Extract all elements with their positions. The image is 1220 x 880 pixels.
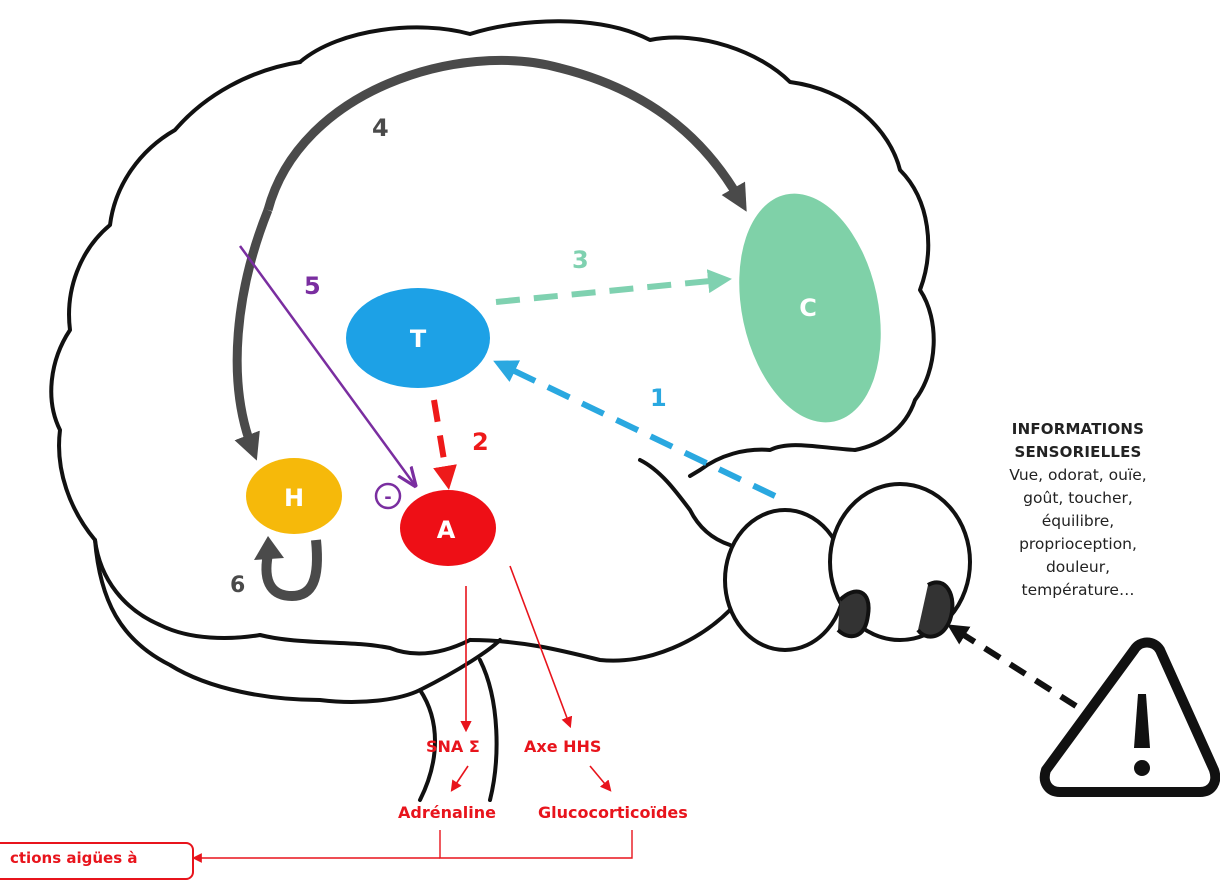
arrow-sna-to-adrenaline [452, 766, 468, 790]
eyes [725, 484, 970, 650]
arrow-3 [496, 280, 720, 302]
sensory-title-1: INFORMATIONS [968, 418, 1188, 441]
arrow-1 [504, 366, 775, 496]
reactions-box: ctions aigües à [0, 842, 194, 880]
step-4-label: 4 [372, 114, 389, 142]
thalamus-label: T [410, 325, 427, 353]
arrow-6-head [254, 536, 284, 560]
arrow-4-to-hippocampus [237, 210, 268, 448]
reactions-label: ctions aigües à [10, 849, 137, 867]
step-6-label: 6 [230, 573, 245, 598]
sensory-line: température… [968, 579, 1188, 602]
sensory-line: douleur, [968, 556, 1188, 579]
adrenaline-label: Adrénaline [398, 803, 496, 822]
step-1-label: 1 [650, 384, 667, 412]
sensory-line: Vue, odorat, ouïe, [968, 464, 1188, 487]
sensory-title-2: SENSORIELLES [968, 441, 1188, 464]
sensory-line: proprioception, [968, 533, 1188, 556]
step-5-label: 5 [304, 272, 321, 300]
arrow-axe-to-gluco [590, 766, 610, 790]
arrow-2 [434, 400, 447, 478]
warning-triangle-icon [1045, 643, 1215, 793]
inhibition-sign: - [384, 487, 391, 508]
danger-arrow [956, 630, 1076, 706]
output-bracket [440, 830, 632, 858]
amygdala-label: A [437, 516, 456, 544]
sna-label: SNA Σ [426, 737, 480, 756]
step-2-label: 2 [472, 428, 489, 456]
arrow-a-to-axe [510, 566, 570, 726]
sensory-line: équilibre, [968, 510, 1188, 533]
sensory-info: INFORMATIONS SENSORIELLES Vue, odorat, o… [968, 418, 1188, 602]
cortex-label: C [799, 294, 817, 322]
step-3-label: 3 [572, 246, 589, 274]
arrow-4-to-cortex [268, 60, 740, 210]
sensory-line: goût, toucher, [968, 487, 1188, 510]
gluco-label: Glucocorticoïdes [538, 803, 688, 822]
hippocampus-label: H [284, 484, 304, 512]
axe-label: Axe HHS [524, 737, 601, 756]
